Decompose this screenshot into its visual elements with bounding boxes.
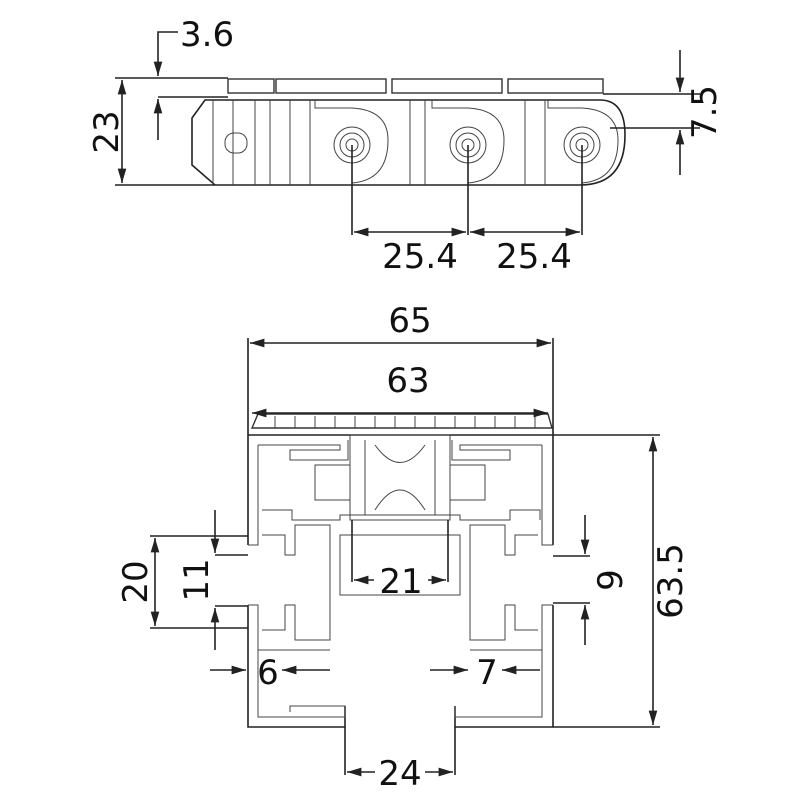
dim-left-wall: 6	[257, 653, 279, 693]
dim-right-wall: 7	[476, 653, 498, 693]
profile-cross-section: 65 63 63.5 20 11 9 21 6 7 24	[116, 301, 691, 794]
dim-total-height: 23	[87, 110, 127, 153]
dim-overall-width: 65	[388, 301, 431, 341]
chain-side-view: 3.6 23 7.5 25.4 25.4	[87, 15, 725, 277]
dim-pitch-1: 25.4	[382, 237, 458, 277]
dim-pitch-2: 25.4	[496, 237, 572, 277]
dim-bottom-opening: 24	[378, 754, 421, 794]
dim-plate-thickness: 3.6	[180, 15, 234, 55]
dim-right-slot: 9	[591, 569, 631, 591]
dim-profile-height: 63.5	[651, 543, 691, 619]
dim-plate-width: 63	[386, 361, 429, 401]
dim-slot-height-inner: 11	[177, 558, 217, 601]
dim-pin-height: 7.5	[685, 85, 725, 139]
dim-channel-width: 21	[379, 562, 422, 602]
dim-slot-height-outer: 20	[116, 560, 156, 603]
